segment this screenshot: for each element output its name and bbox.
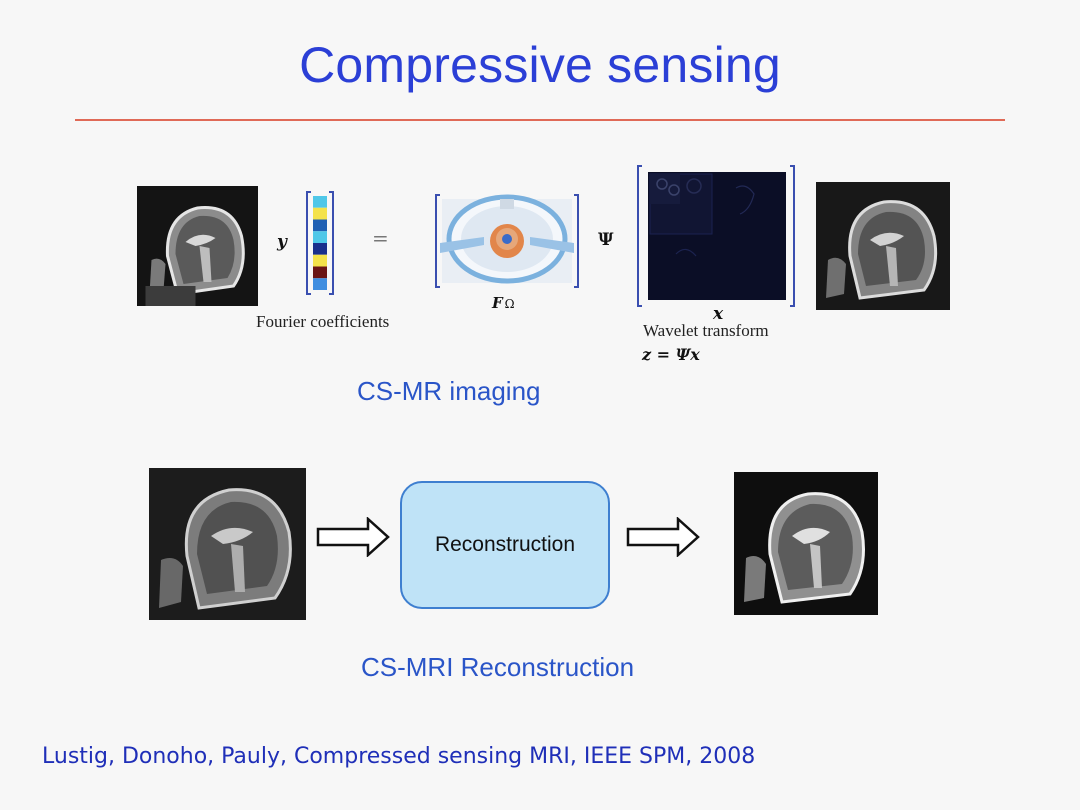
omega-subscript: Ω	[504, 297, 515, 311]
wavelet-caption: Wavelet transform	[643, 321, 769, 340]
psi-symbol: Ψ	[598, 230, 614, 250]
x-symbol: x	[713, 304, 724, 324]
vector-cell	[313, 243, 327, 255]
mri-sagittal-icon	[734, 472, 878, 615]
citation: Lustig, Donoho, Pauly, Compressed sensin…	[42, 744, 756, 769]
vector-cell	[313, 254, 327, 267]
z-equation: z = Ψx	[642, 345, 700, 364]
mri-image-undersampled	[149, 468, 306, 620]
reconstruction-box: Reconstruction	[400, 481, 610, 609]
mri-image-reconstructed	[734, 472, 878, 615]
mri-sagittal-icon	[816, 182, 950, 310]
right-arrow-icon	[316, 517, 390, 557]
wavelet-matrix-bracket	[636, 164, 796, 308]
vector-cell	[313, 219, 327, 232]
vector-cell	[313, 207, 327, 220]
cs-mr-imaging-label: CS-MR imaging	[357, 376, 541, 406]
fourier-vector	[305, 190, 335, 296]
mri-image-reference	[816, 182, 950, 310]
coefficient-vector-icon	[306, 191, 334, 295]
vector-cell	[313, 196, 327, 208]
f-symbol: F	[492, 294, 503, 312]
y-symbol: y	[277, 232, 287, 252]
wavelet-coefficients-icon	[637, 165, 795, 307]
title-divider	[75, 119, 1005, 121]
fourier-operator-bracket	[434, 193, 580, 289]
vector-cell	[313, 278, 327, 290]
fourier-caption: Fourier coefficients	[256, 312, 390, 331]
mri-sagittal-icon	[149, 468, 306, 620]
equals-sign: =	[372, 226, 389, 250]
vector-cell	[313, 266, 327, 279]
slide-title: Compressive sensing	[299, 37, 781, 93]
arrow-from-reconstruction	[626, 517, 700, 557]
reconstruction-label: Reconstruction	[434, 533, 576, 556]
mri-image-input	[137, 186, 258, 306]
mri-scanner-icon	[435, 194, 579, 288]
cs-mri-reconstruction-label: CS-MRI Reconstruction	[361, 652, 635, 682]
right-arrow-icon	[626, 517, 700, 557]
arrow-to-reconstruction	[316, 517, 390, 557]
vector-cell	[313, 231, 327, 243]
mri-sagittal-icon	[137, 186, 258, 306]
